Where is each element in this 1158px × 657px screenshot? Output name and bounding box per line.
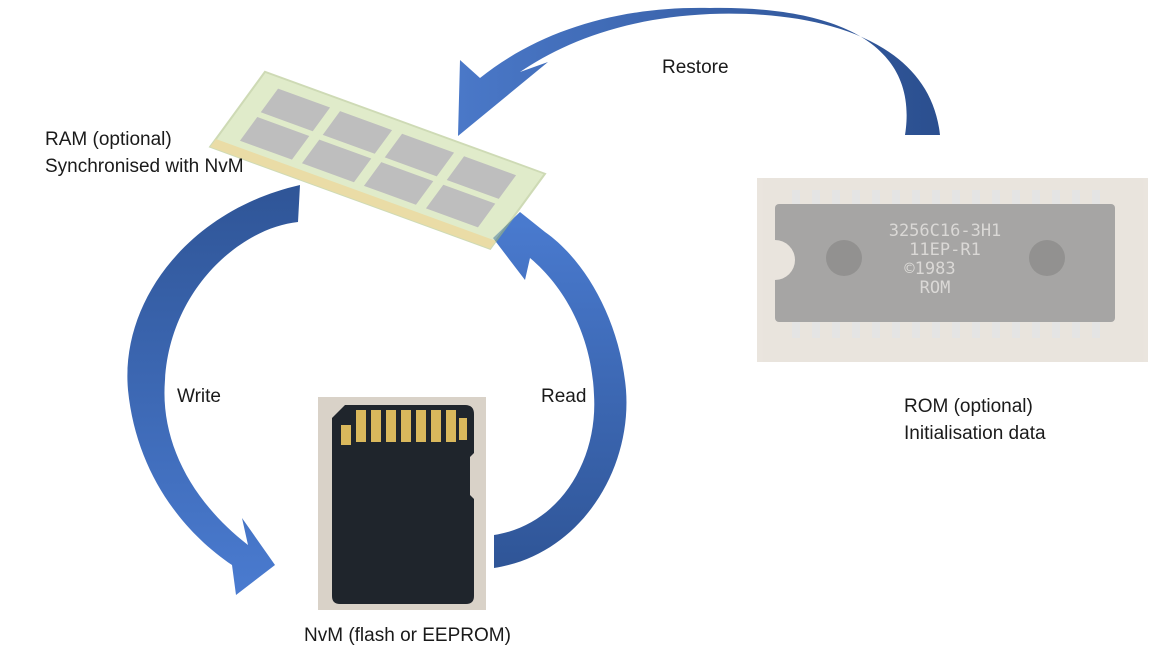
write-arrow <box>127 185 300 595</box>
ram-label-title: RAM (optional) <box>45 129 172 150</box>
read-label: Read <box>541 386 587 407</box>
rom-chip-icon: 3256C16-3H1 11EP-R1 ©1983 ROM <box>757 178 1148 362</box>
nvm-label: NvM (flash or EEPROM) <box>304 625 511 646</box>
ram-label: RAM (optional) Synchronised with NvM <box>45 126 244 180</box>
ram-label-desc: Synchronised with NvM <box>45 156 244 177</box>
sd-card-icon <box>318 397 486 610</box>
chip-marking-line2: 11EP-R1 <box>909 240 981 260</box>
rom-label: ROM (optional) Initialisation data <box>904 393 1046 447</box>
write-label: Write <box>177 386 221 407</box>
chip-marking-line4: ROM <box>920 278 951 298</box>
restore-label: Restore <box>662 57 729 78</box>
restore-arrow <box>458 7 940 137</box>
rom-label-desc: Initialisation data <box>904 423 1046 444</box>
ram-module-icon <box>208 70 547 250</box>
read-arrow <box>493 212 627 568</box>
chip-marking-line3: ©1983 <box>904 259 955 279</box>
rom-label-title: ROM (optional) <box>904 396 1033 417</box>
chip-marking-line1: 3256C16-3H1 <box>889 221 1002 241</box>
